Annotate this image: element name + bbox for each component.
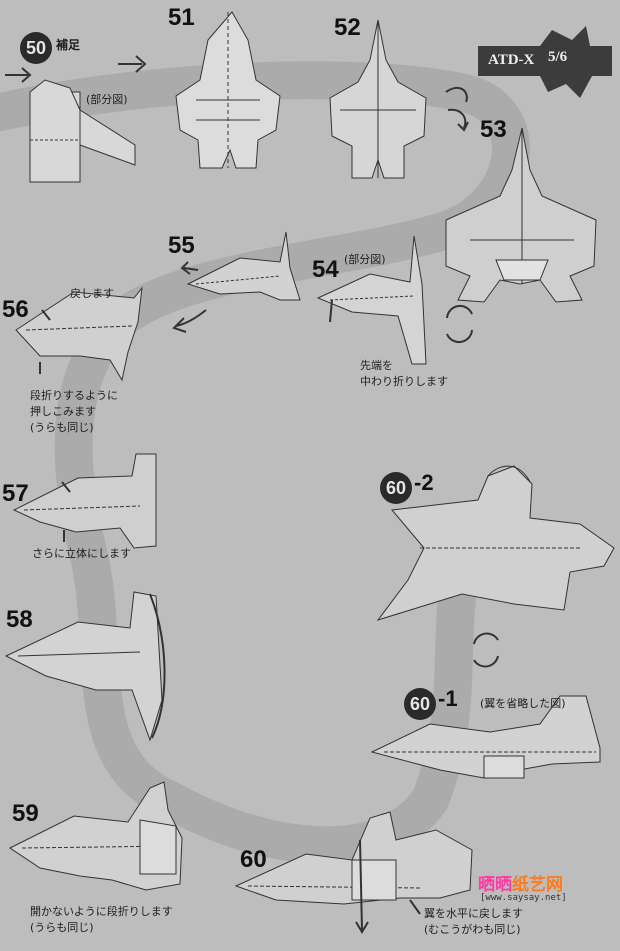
step-number: 60	[240, 846, 267, 873]
arrow-icon	[409, 899, 421, 915]
step-53-figure	[445, 127, 597, 303]
arrow-icon	[172, 309, 207, 333]
arrow-icon	[180, 261, 199, 275]
step-60-1-figure	[370, 695, 601, 779]
step-59-figure	[9, 781, 183, 891]
step-60-figure	[234, 811, 473, 905]
header-badge-title: ATD-X	[488, 52, 535, 68]
step-note: さらに立体にします	[32, 547, 131, 560]
step-number: 60	[404, 688, 436, 720]
step-note: 段折りするように	[30, 389, 118, 402]
step-note: (うらも同じ)	[30, 421, 94, 434]
arrow-icon	[355, 839, 369, 934]
step-note: (むこうがわも同じ)	[424, 923, 521, 936]
step-note: 戻します	[70, 287, 114, 300]
site-brand: 晒晒纸艺网	[478, 870, 563, 895]
step-note: 中わり折りします	[360, 375, 448, 388]
step-label: 補足	[56, 38, 81, 52]
arrow-icon	[41, 309, 51, 321]
step-55-figure	[186, 231, 301, 301]
step-number: 51	[168, 4, 195, 31]
arrow-icon	[61, 481, 71, 493]
site-brand-part: 晒晒	[478, 875, 512, 895]
step-number: 58	[6, 606, 33, 633]
step-number: 50	[20, 32, 52, 64]
step-number: 52	[334, 14, 361, 41]
step-note: (うらも同じ)	[30, 921, 94, 934]
site-url: [www.saysay.net]	[480, 893, 567, 903]
step-number: 55	[168, 232, 195, 259]
step-note: (部分図)	[86, 93, 128, 106]
step-note: 先端を	[360, 359, 393, 372]
step-number: 56	[2, 296, 29, 323]
header-badge-shape	[478, 26, 612, 98]
step-note: 押しこみます	[30, 405, 96, 418]
rotate-icon	[473, 632, 499, 668]
arrow-icon	[447, 108, 469, 132]
step-number: 54	[312, 256, 339, 283]
step-number: 60	[380, 472, 412, 504]
step-60-2-figure	[376, 465, 615, 621]
site-brand-part: 纸艺网	[512, 875, 563, 895]
arrow-icon	[118, 55, 147, 73]
step-52-figure	[329, 19, 427, 179]
step-note: (翼を省略した図)	[480, 697, 566, 710]
step-note: 翼を水平に戻します	[424, 907, 523, 920]
header-badge-page: 5/6	[548, 49, 568, 65]
rotate-icon	[446, 304, 473, 344]
step-number: 59	[12, 800, 39, 827]
step-57-figure	[12, 453, 157, 549]
step-51-figure	[175, 11, 281, 169]
arrow-icon	[5, 67, 32, 83]
step-54-figure	[316, 235, 427, 365]
step-number: 53	[480, 116, 507, 143]
step-suffix: -2	[414, 470, 434, 495]
arrow-icon	[149, 593, 166, 739]
arrow-icon	[445, 86, 468, 103]
step-number: 57	[2, 480, 29, 507]
step-56-figure	[15, 286, 143, 382]
step-suffix: -1	[438, 686, 458, 711]
arrow-icon	[329, 299, 333, 323]
step-50-figure	[29, 79, 136, 183]
step-note: 開かないように段折りします	[30, 905, 173, 918]
step-note: (部分図)	[344, 253, 386, 266]
